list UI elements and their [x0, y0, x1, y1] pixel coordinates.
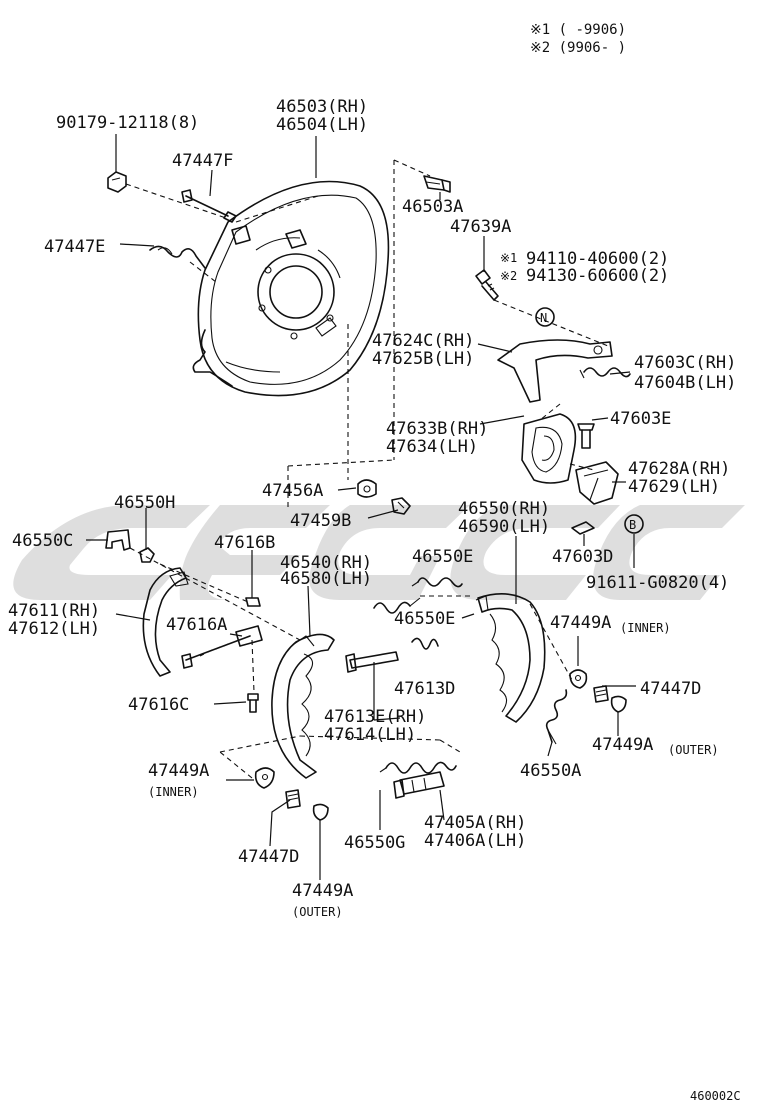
pin-47603e [577, 423, 595, 449]
spring-47613d [411, 637, 439, 650]
cable-guide-47447e [149, 245, 206, 269]
label-94110: 94110-40600(2) [526, 249, 669, 269]
label-47456a: 47456A [262, 481, 323, 501]
label-46550a: 46550A [520, 761, 581, 781]
dashed-lines [125, 159, 609, 779]
label-inner-right: (INNER) [620, 621, 671, 635]
lever-47624c [497, 339, 613, 403]
adjuster-47405a [393, 771, 445, 799]
note-2: ※2 (9906- ) [530, 40, 626, 56]
label-47613d: 47613D [394, 679, 455, 699]
label-47447e: 47447E [44, 237, 105, 257]
washer-46550h [139, 547, 155, 563]
label-91611: 91611-G0820(4) [586, 573, 729, 593]
label-47603c: 47603C(RH) [634, 353, 736, 373]
spring-47603c [579, 367, 631, 379]
bolt-94110 [475, 269, 499, 301]
label-47449a-outer-left: 47449A [292, 881, 353, 901]
brake-shoe-46540 [271, 633, 335, 779]
spring-47447d-left [285, 789, 301, 809]
label-47633b: 47633B(RH) [386, 419, 488, 439]
label-46550c: 46550C [12, 531, 73, 551]
clip-47616b [245, 597, 261, 607]
label-46550-rh: 46550(RH) [458, 499, 550, 519]
spring-46550g [379, 761, 457, 774]
label-47449a-inner-right: 47449A [550, 613, 611, 633]
label-47614: 47614(LH) [324, 725, 416, 745]
label-47616c: 47616C [128, 695, 189, 715]
marker-b-label: B [629, 518, 636, 532]
label-47405a: 47405A(RH) [424, 813, 526, 833]
label-46550e-b: 46550E [394, 609, 455, 629]
clip-46550c [105, 529, 131, 551]
label-inner-left: (INNER) [148, 785, 199, 799]
backing-plate [192, 180, 390, 397]
cap-47449a-outer-right [610, 695, 627, 713]
strut-47613e [345, 651, 399, 673]
label-47604b: 47604B(LH) [634, 373, 736, 393]
spring-46550e-lower [373, 597, 421, 614]
leader-lines [86, 134, 636, 880]
spring-47447d-right [593, 685, 609, 703]
label-47616b: 47616B [214, 533, 275, 553]
bolt-46503a [423, 175, 451, 193]
mark-1: ※1 [500, 251, 517, 265]
mark-2: ※2 [500, 269, 517, 283]
label-47616a: 47616A [166, 615, 227, 635]
brake-shoe-46550 [475, 593, 546, 723]
marker-n-label: N [540, 311, 547, 325]
label-47625b: 47625B(LH) [372, 349, 474, 369]
bracket-47628a [575, 461, 619, 505]
pin-47616c [247, 693, 259, 713]
label-46504: 46504(LH) [276, 115, 368, 135]
spring-46550a [545, 689, 568, 745]
pin-47449a-inner-right [569, 669, 588, 689]
label-47447f: 47447F [172, 151, 233, 171]
adjuster-47616 [181, 625, 263, 669]
label-94130: 94130-60600(2) [526, 266, 669, 286]
label-47406a: 47406A(LH) [424, 831, 526, 851]
nut-90179 [107, 171, 127, 193]
label-outer-right: (OUTER) [668, 743, 719, 757]
label-47447d-right: 47447D [640, 679, 701, 699]
label-47447d-left: 47447D [238, 847, 299, 867]
bolt-47459b [391, 497, 411, 515]
label-47612: 47612(LH) [8, 619, 100, 639]
label-47611: 47611(RH) [8, 601, 100, 621]
label-46580: 46580(LH) [280, 569, 372, 589]
clip-47603d [571, 521, 595, 535]
label-47449a-inner-left: 47449A [148, 761, 209, 781]
label-outer-left: (OUTER) [292, 905, 343, 919]
label-46550h: 46550H [114, 493, 175, 513]
diagram-code: 460002C [690, 1089, 741, 1103]
label-46550g: 46550G [344, 833, 405, 853]
labels: 90179-12118(8) 46503(RH) 46504(LH) 47447… [8, 97, 741, 1103]
label-47634: 47634(LH) [386, 437, 478, 457]
label-46590: 46590(LH) [458, 517, 550, 537]
spring-46550e-upper [411, 577, 463, 588]
marker-n: N [535, 307, 555, 327]
label-47603d: 47603D [552, 547, 613, 567]
pin-47449a-inner-left [254, 767, 275, 789]
label-90179: 90179-12118(8) [56, 113, 199, 133]
label-47449a-outer-right: 47449A [592, 735, 653, 755]
label-47624c: 47624C(RH) [372, 331, 474, 351]
label-46503: 46503(RH) [276, 97, 368, 117]
cap-47449a-outer-left [312, 803, 329, 821]
label-47603e: 47603E [610, 409, 671, 429]
label-47613e: 47613E(RH) [324, 707, 426, 727]
boot-47633b [521, 413, 577, 484]
label-47628a: 47628A(RH) [628, 459, 730, 479]
label-47459b: 47459B [290, 511, 351, 531]
label-47629: 47629(LH) [628, 477, 720, 497]
note-1: ※1 ( -9906) [530, 22, 626, 38]
washer-47456a [357, 479, 377, 498]
label-46550e-a: 46550E [412, 547, 473, 567]
label-47639a: 47639A [450, 217, 511, 237]
label-46540: 46540(RH) [280, 553, 372, 573]
marker-b: B [624, 514, 644, 534]
bolt-47447f [181, 189, 237, 223]
label-46503a: 46503A [402, 197, 463, 217]
